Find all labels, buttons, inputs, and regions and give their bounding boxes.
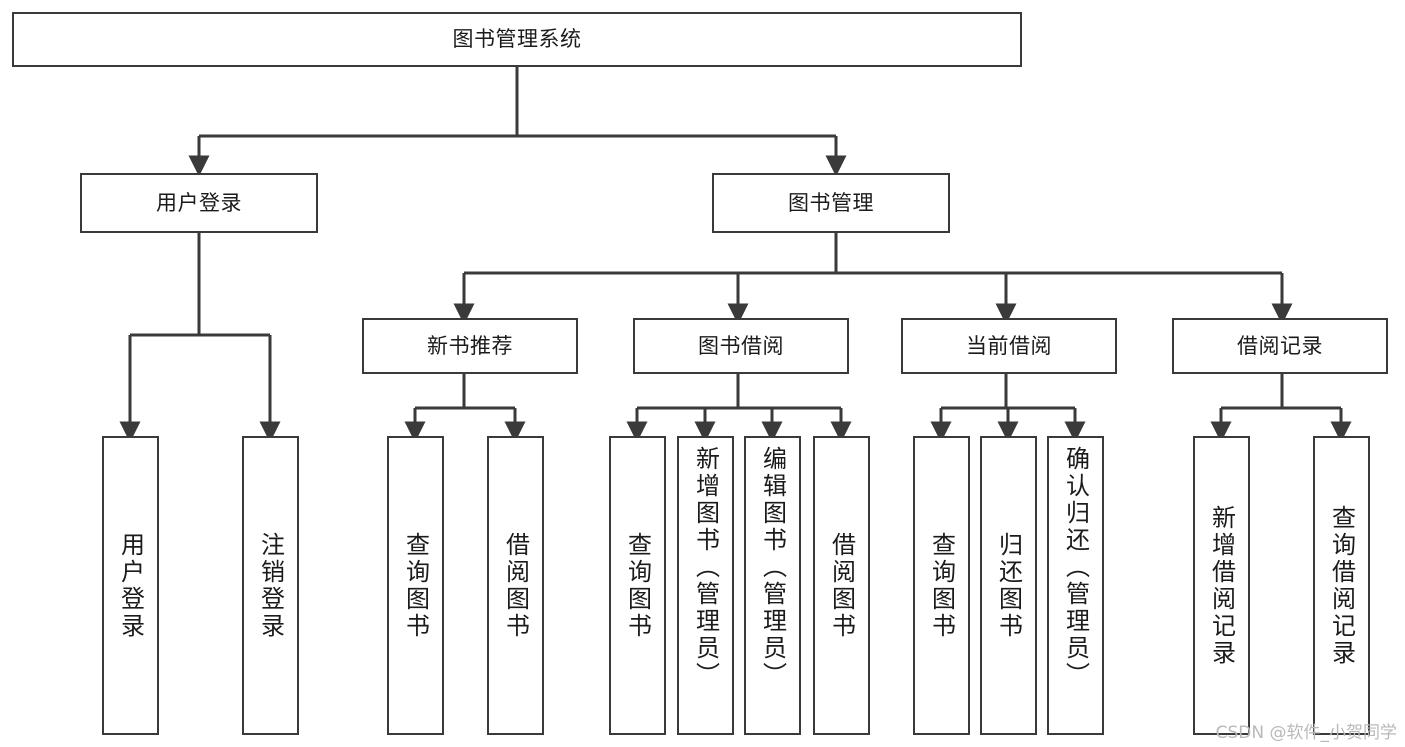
node-leaf-add-book-label: 新增图书（管理员） (691, 446, 720, 689)
node-leaf-return-book[interactable]: 归还图书 (980, 436, 1037, 735)
node-root-label: 图书管理系统 (452, 27, 582, 52)
node-book-borrow[interactable]: 图书借阅 (633, 318, 849, 374)
node-leaf-borrow-book-1-label: 借阅图书 (501, 531, 530, 640)
node-leaf-query-book-3-label: 查询图书 (927, 531, 956, 640)
node-leaf-confirm-return-label: 确认归还（管理员） (1061, 446, 1090, 689)
node-leaf-logout-login-label: 注销登录 (256, 531, 285, 640)
node-leaf-query-borrow-record-label: 查询借阅记录 (1327, 504, 1356, 667)
node-leaf-add-borrow-record[interactable]: 新增借阅记录 (1193, 436, 1250, 735)
csdn-watermark: CSDN @软件_小贺同学 (1215, 723, 1397, 743)
node-leaf-borrow-book-2[interactable]: 借阅图书 (813, 436, 870, 735)
node-leaf-confirm-return[interactable]: 确认归还（管理员） (1047, 436, 1104, 735)
node-borrow-record-label: 借阅记录 (1237, 333, 1323, 358)
node-new-book-recommend-label: 新书推荐 (427, 333, 513, 358)
node-leaf-add-book[interactable]: 新增图书（管理员） (677, 436, 734, 735)
node-leaf-query-book-2-label: 查询图书 (623, 531, 652, 640)
node-current-borrow[interactable]: 当前借阅 (901, 318, 1117, 374)
node-leaf-borrow-book-2-label: 借阅图书 (827, 531, 856, 640)
node-leaf-query-book-2[interactable]: 查询图书 (609, 436, 666, 735)
node-leaf-user-login-label: 用户登录 (116, 531, 145, 640)
node-leaf-return-book-label: 归还图书 (994, 531, 1023, 640)
node-leaf-edit-book[interactable]: 编辑图书（管理员） (744, 436, 801, 735)
node-root[interactable]: 图书管理系统 (12, 12, 1022, 67)
node-leaf-query-book-1[interactable]: 查询图书 (387, 436, 444, 735)
node-current-borrow-label: 当前借阅 (966, 333, 1052, 358)
node-leaf-query-book-1-label: 查询图书 (401, 531, 430, 640)
node-book-manage[interactable]: 图书管理 (712, 173, 950, 233)
node-user-login-label: 用户登录 (156, 190, 242, 215)
node-user-login[interactable]: 用户登录 (80, 173, 318, 233)
node-leaf-query-borrow-record[interactable]: 查询借阅记录 (1313, 436, 1370, 735)
node-new-book-recommend[interactable]: 新书推荐 (362, 318, 578, 374)
node-leaf-logout-login[interactable]: 注销登录 (242, 436, 299, 735)
node-leaf-add-borrow-record-label: 新增借阅记录 (1207, 504, 1236, 667)
node-book-borrow-label: 图书借阅 (698, 333, 784, 358)
node-leaf-borrow-book-1[interactable]: 借阅图书 (487, 436, 544, 735)
node-leaf-query-book-3[interactable]: 查询图书 (913, 436, 970, 735)
node-leaf-edit-book-label: 编辑图书（管理员） (758, 446, 787, 689)
node-leaf-user-login[interactable]: 用户登录 (102, 436, 159, 735)
node-borrow-record[interactable]: 借阅记录 (1172, 318, 1388, 374)
node-book-manage-label: 图书管理 (788, 190, 874, 215)
